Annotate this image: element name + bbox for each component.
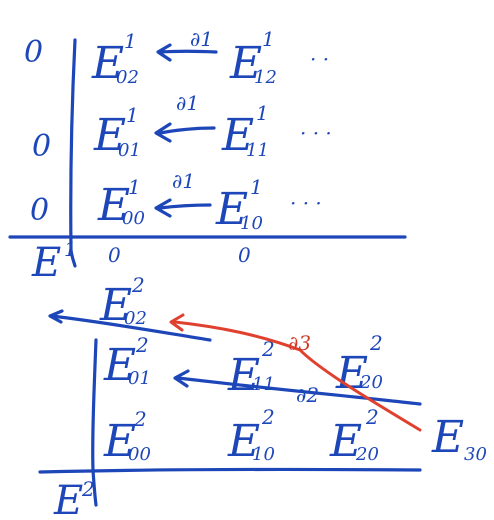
e2-00-sup: 2 xyxy=(133,407,147,431)
d1-row1: ∂1 xyxy=(190,27,213,51)
arrow-d1-row1 xyxy=(156,43,218,62)
e2-20-top-sup: 2 xyxy=(369,331,383,355)
dots-row3: · · · xyxy=(290,191,322,215)
e2-02-sub: 02 xyxy=(124,308,147,329)
e1-12: E xyxy=(229,38,262,89)
e2-20-top: E xyxy=(335,348,368,399)
e2-00: E xyxy=(103,416,136,467)
dots-row1: · · xyxy=(310,47,329,71)
arrow-d1-row2 xyxy=(154,122,216,143)
e2-label-sup: 2 xyxy=(81,477,95,501)
d3-label: ∂3 xyxy=(288,331,311,355)
e1-02: E xyxy=(91,38,124,89)
e1-02-sub: 02 xyxy=(116,67,139,88)
e2-11-sub: 11 xyxy=(252,374,275,395)
dots-row2: · · · xyxy=(300,121,332,145)
e2-00-sub: 00 xyxy=(128,444,151,465)
arrow-d1-row3 xyxy=(154,198,212,218)
e2-01: E xyxy=(103,340,136,391)
e1-02-sup: 1 xyxy=(124,29,137,53)
e2-horizontal-axis xyxy=(38,467,422,474)
e2-20-bottom-sup: 2 xyxy=(365,405,379,429)
e2-10: E xyxy=(227,416,260,467)
e1-10-sub: 10 xyxy=(240,213,263,234)
e1-label-sup: 1 xyxy=(64,237,77,261)
d1-row2: ∂1 xyxy=(176,91,199,115)
e1-10: E xyxy=(215,184,248,235)
e1-vertical-axis xyxy=(69,38,77,268)
bottom-zero-2: 0 xyxy=(238,243,251,267)
e2-20-top-sub: 20 xyxy=(359,372,383,393)
e1-00-sup: 1 xyxy=(128,175,141,199)
e2-20-bottom-sub: 20 xyxy=(355,444,379,465)
e1-01-sub: 01 xyxy=(118,140,141,161)
d1-row3: ∂1 xyxy=(172,169,195,193)
e2-01-sup: 2 xyxy=(135,333,149,357)
e1-11-sub: 11 xyxy=(246,140,269,161)
e1-01: E xyxy=(93,110,126,161)
e2-02-sup: 2 xyxy=(131,273,145,297)
e1-10-sup: 1 xyxy=(250,175,263,199)
e1-00-sub: 00 xyxy=(122,208,145,229)
e2-01-sub: 01 xyxy=(128,368,151,389)
bottom-zero-1: 0 xyxy=(108,243,121,267)
e2-02: E xyxy=(99,280,132,331)
e1-00: E xyxy=(97,180,130,231)
arrow-from-e2-02 xyxy=(48,309,212,342)
e1-12-sub: 12 xyxy=(254,67,277,88)
e2-label: E xyxy=(53,478,83,520)
e2-30: E xyxy=(431,412,464,463)
e1-01-sup: 1 xyxy=(126,103,139,127)
e2-10-sub: 10 xyxy=(252,444,275,465)
arrow-d2 xyxy=(173,369,422,406)
zero-left-row3: 0 xyxy=(30,193,49,228)
e2-11-sup: 2 xyxy=(261,337,275,361)
e1-horizontal-axis xyxy=(8,234,407,239)
arrow-d3 xyxy=(169,313,422,432)
e1-label: E xyxy=(31,240,61,286)
e2-30-sub: 30 xyxy=(464,444,487,465)
zero-left-row1: 0 xyxy=(24,35,43,70)
e2-20-bottom: E xyxy=(329,416,362,467)
e2-11: E xyxy=(227,350,260,401)
e1-11: E xyxy=(221,110,254,161)
e2-vertical-axis xyxy=(91,338,98,507)
d2-label: ∂2 xyxy=(296,383,319,407)
e2-10-sup: 2 xyxy=(261,405,275,429)
e1-12-sup: 1 xyxy=(262,27,275,51)
zero-left-row2: 0 xyxy=(32,129,51,164)
e1-11-sup: 1 xyxy=(256,101,269,125)
